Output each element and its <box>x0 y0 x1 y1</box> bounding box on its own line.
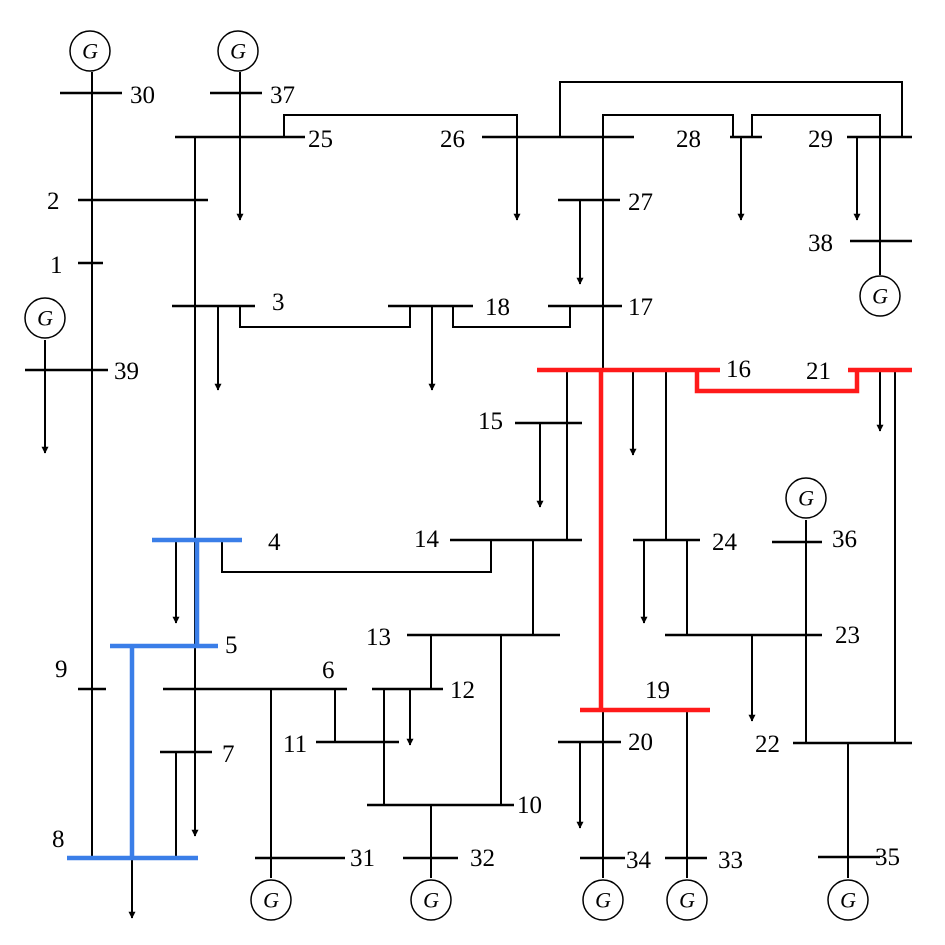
generator-30-symbol: G <box>82 39 98 64</box>
generator-37-symbol: G <box>230 39 246 64</box>
bus-label-1: 1 <box>50 252 63 279</box>
bus-label-18: 18 <box>485 294 510 321</box>
load-arrows <box>41 137 884 919</box>
bus-label-37: 37 <box>270 82 295 109</box>
bus-label-22: 22 <box>755 731 780 758</box>
generator-38: G <box>859 275 901 317</box>
branch-25-26 <box>283 114 518 137</box>
generator-37: G <box>217 30 259 72</box>
bus-label-35: 35 <box>875 844 900 871</box>
bus-label-38: 38 <box>808 230 833 257</box>
bus-label-15: 15 <box>478 408 503 435</box>
generator-30: G <box>69 30 111 72</box>
bus-labels: 30 37 25 26 28 29 2 27 38 1 3 18 17 39 1… <box>47 82 900 874</box>
generator-33-symbol: G <box>679 888 695 913</box>
bus-label-21: 21 <box>806 358 831 385</box>
bus-label-19: 19 <box>645 677 670 704</box>
bus-label-39: 39 <box>114 358 139 385</box>
bus-label-6: 6 <box>322 657 335 684</box>
branch-28-29 <box>751 114 881 137</box>
highlight-red-path <box>537 367 912 713</box>
bus-label-29: 29 <box>808 126 833 153</box>
bus-label-36: 36 <box>832 526 857 553</box>
generator-31: G <box>250 879 292 921</box>
bus-label-31: 31 <box>350 845 375 872</box>
generator-31-symbol: G <box>263 888 279 913</box>
generator-32: G <box>410 879 452 921</box>
bus-label-17: 17 <box>628 294 653 321</box>
generator-34: G <box>582 879 624 921</box>
bus-label-11: 11 <box>283 731 307 758</box>
bus-label-14: 14 <box>414 526 440 553</box>
generator-36: G <box>785 477 827 519</box>
bus-label-30: 30 <box>130 82 155 109</box>
bus-label-3: 3 <box>272 289 285 316</box>
generator-38-symbol: G <box>872 284 888 309</box>
generators: G G G G G G G G G G <box>24 30 901 921</box>
bus-label-20: 20 <box>628 729 653 756</box>
bus-label-4: 4 <box>268 529 281 556</box>
generator-39-symbol: G <box>37 306 53 331</box>
branches <box>44 72 903 878</box>
generator-32-symbol: G <box>423 888 439 913</box>
bus-label-10: 10 <box>517 792 542 819</box>
bus-label-33: 33 <box>718 847 743 874</box>
generator-39: G <box>24 297 66 339</box>
branch-26-28 <box>602 114 734 137</box>
highlight-blue-path <box>67 537 242 861</box>
generator-35: G <box>827 879 869 921</box>
bus-label-25: 25 <box>308 126 333 153</box>
bus-label-12: 12 <box>450 677 475 704</box>
bus-label-27: 27 <box>628 189 653 216</box>
bus-label-13: 13 <box>366 624 391 651</box>
bus-label-23: 23 <box>835 622 860 649</box>
bus-label-2: 2 <box>47 188 60 215</box>
bus-label-9: 9 <box>55 656 68 683</box>
bus-label-32: 32 <box>470 845 495 872</box>
branch-18-17 <box>452 306 571 328</box>
bus-label-34: 34 <box>626 847 652 874</box>
branch-3-18 <box>239 306 411 328</box>
bus-label-28: 28 <box>676 126 701 153</box>
bus-label-7: 7 <box>222 741 235 768</box>
bus-label-8: 8 <box>52 826 65 853</box>
branch-26-29 <box>559 81 903 137</box>
bus-label-16: 16 <box>726 356 751 383</box>
bus-label-5: 5 <box>225 632 238 659</box>
bus-label-26: 26 <box>440 126 465 153</box>
generator-33: G <box>666 879 708 921</box>
generator-36-symbol: G <box>798 486 814 511</box>
bus-label-24: 24 <box>712 529 738 556</box>
branch-4-14 <box>221 540 492 573</box>
generator-34-symbol: G <box>595 888 611 913</box>
red-branch-16-21 <box>694 370 860 394</box>
generator-35-symbol: G <box>840 888 856 913</box>
